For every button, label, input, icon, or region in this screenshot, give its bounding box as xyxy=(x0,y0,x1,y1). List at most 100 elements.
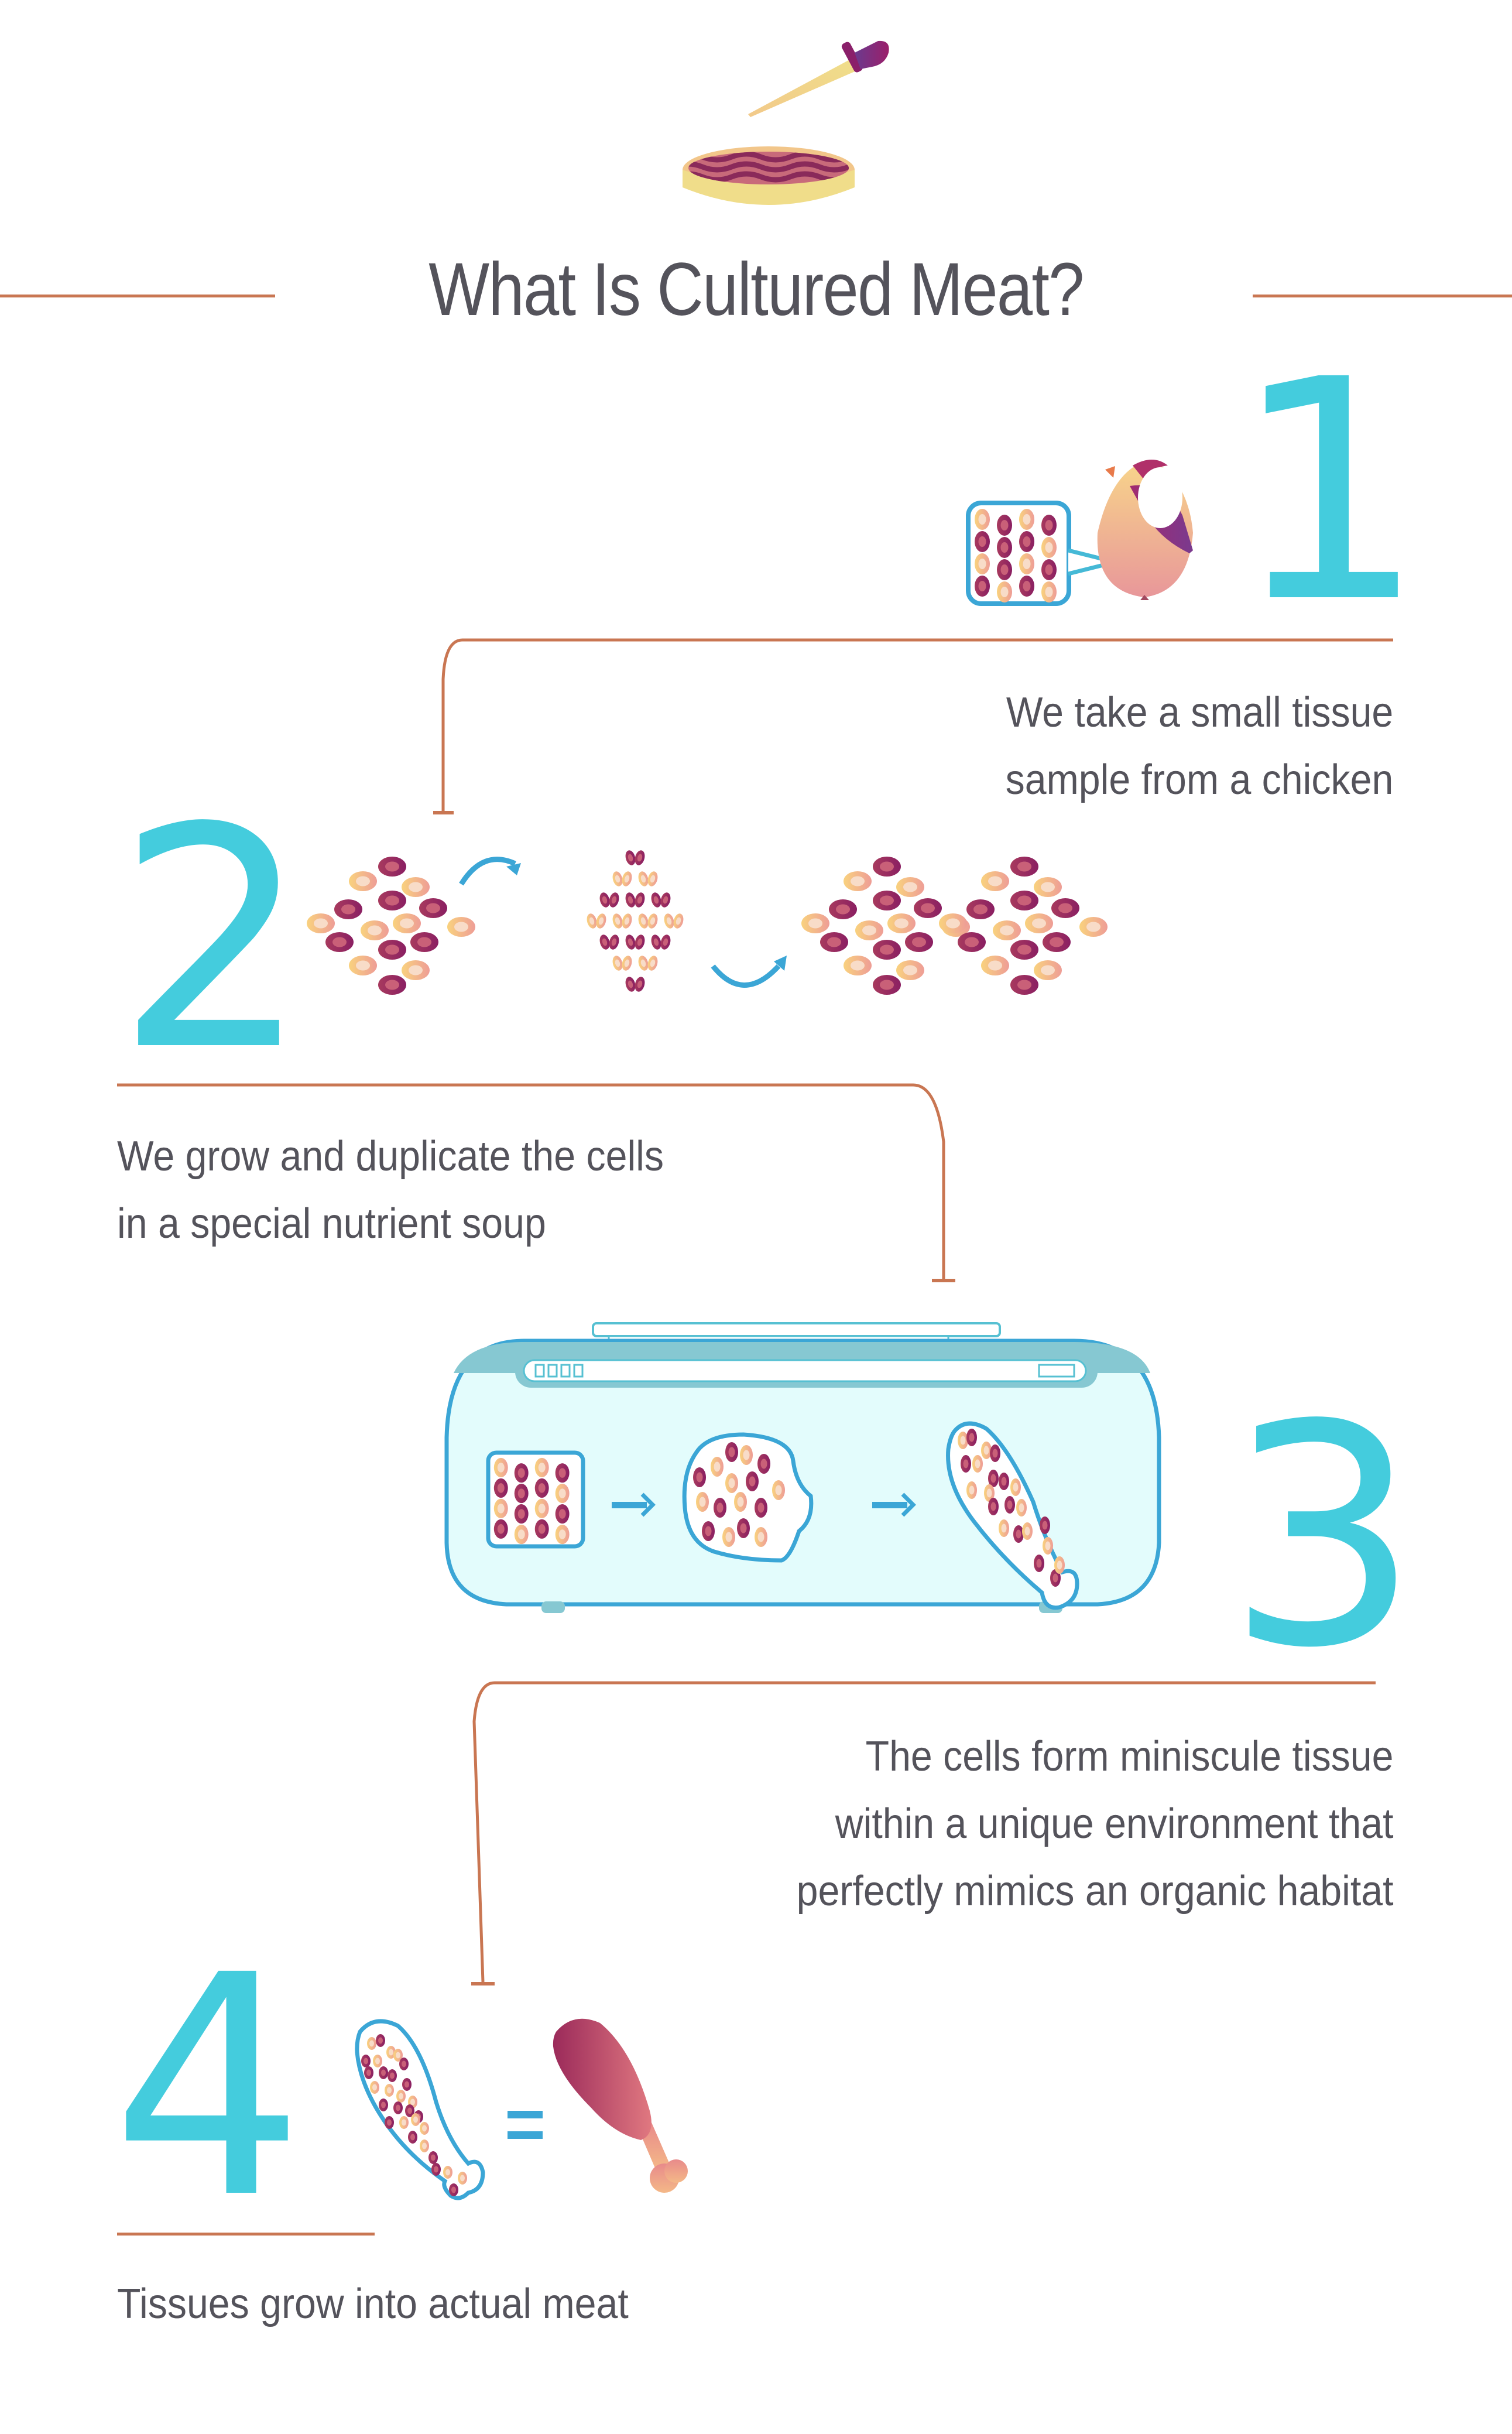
light-cell xyxy=(647,913,658,929)
light-cell xyxy=(393,913,421,933)
dark-cell xyxy=(609,934,619,950)
dark-cell xyxy=(635,892,645,908)
dark-cell xyxy=(1010,891,1038,910)
chicken-icon xyxy=(1097,460,1193,600)
light-cell xyxy=(981,956,1009,975)
dark-cell xyxy=(966,1429,977,1446)
light-cell xyxy=(1041,581,1057,602)
light-cell xyxy=(534,1498,549,1518)
dark-cell xyxy=(1019,531,1034,552)
light-cell xyxy=(622,956,632,971)
light-cell xyxy=(534,1457,549,1477)
light-cell xyxy=(997,581,1012,602)
dark-cell xyxy=(514,1484,529,1504)
light-cell xyxy=(396,2090,406,2103)
dark-cell xyxy=(999,1473,1009,1490)
light-cell xyxy=(1043,1537,1053,1555)
light-cell xyxy=(972,1455,983,1473)
step-4-rule xyxy=(117,2233,375,2236)
step-2-line-1: We grow and duplicate the cells xyxy=(117,1133,664,1180)
light-cell xyxy=(740,1445,753,1465)
dark-cell xyxy=(378,940,406,960)
light-cell xyxy=(673,913,684,929)
light-cell xyxy=(386,2046,396,2059)
dark-cell xyxy=(651,892,661,908)
light-cell xyxy=(975,553,990,574)
dark-cell xyxy=(873,975,901,995)
curved-arrow-icon xyxy=(459,857,521,886)
curved-arrow-icon xyxy=(711,956,787,988)
dark-cell xyxy=(1034,1555,1044,1572)
dark-cell xyxy=(873,857,901,877)
dark-cell xyxy=(873,940,901,960)
step-number-1: 1 xyxy=(1232,314,1426,669)
dark-cell xyxy=(873,891,901,910)
light-cell xyxy=(367,2037,376,2050)
dark-cell xyxy=(378,857,406,877)
light-cell xyxy=(993,920,1021,940)
meat-drumstick-icon xyxy=(553,2018,688,2193)
light-cell xyxy=(622,871,632,886)
dark-cell xyxy=(402,2078,412,2091)
dark-cell xyxy=(410,932,438,952)
dark-cell xyxy=(693,1467,706,1487)
light-cell xyxy=(402,877,430,897)
dark-cell xyxy=(990,1444,1000,1462)
dark-cell xyxy=(651,934,661,950)
dark-cell xyxy=(988,1470,999,1487)
dark-cell xyxy=(966,899,995,919)
dark-cell xyxy=(829,899,857,919)
dark-cell xyxy=(555,1504,570,1524)
light-cell xyxy=(896,960,924,980)
light-cell xyxy=(958,1432,968,1449)
dark-cell xyxy=(714,1498,726,1518)
dark-cell xyxy=(1041,515,1057,536)
light-cell xyxy=(1010,1478,1021,1496)
light-cell xyxy=(638,871,649,886)
dark-cell xyxy=(1043,932,1071,952)
light-cell xyxy=(1041,537,1057,558)
step-3-line-3: perfectly mimics an organic habitat xyxy=(796,1868,1393,1915)
page-title: What Is Cultured Meat? xyxy=(428,248,1084,331)
dark-cell xyxy=(1050,1569,1061,1587)
step-4-line-1: Tissues grow into actual meat xyxy=(117,2281,629,2327)
dark-cell xyxy=(702,1521,715,1541)
step-1-line-1: We take a small tissue xyxy=(1006,689,1393,736)
dark-cell xyxy=(325,932,354,952)
light-cell xyxy=(696,1492,709,1512)
light-cell xyxy=(493,1457,508,1477)
light-cell xyxy=(402,960,430,980)
dark-cell xyxy=(997,537,1012,558)
equals-icon xyxy=(508,2111,543,2139)
cell-sample-box xyxy=(966,501,1071,606)
light-cell xyxy=(844,956,872,975)
light-cell xyxy=(612,913,623,929)
arrow-right-icon xyxy=(872,1492,916,1517)
arrow-right-icon xyxy=(612,1492,656,1517)
dark-cell xyxy=(975,576,990,597)
dark-cell xyxy=(820,932,848,952)
light-cell xyxy=(1079,917,1108,937)
dark-cell xyxy=(660,892,671,908)
light-cell xyxy=(664,913,674,929)
light-cell xyxy=(622,913,632,929)
light-cell xyxy=(420,2139,429,2152)
cell-cluster-duplicated xyxy=(801,857,1108,995)
light-cell xyxy=(612,956,623,971)
step-1-description: We take a small tissue sample from a chi… xyxy=(1005,679,1393,814)
dark-cell xyxy=(379,2098,388,2111)
dark-cell xyxy=(757,1454,770,1474)
dark-cell xyxy=(635,850,645,865)
dark-cell xyxy=(1040,1516,1050,1534)
dark-cell xyxy=(514,1463,529,1483)
light-cell xyxy=(855,920,883,940)
dark-cell xyxy=(378,891,406,910)
light-cell xyxy=(373,2055,382,2067)
title-rule-right xyxy=(1253,295,1512,297)
light-cell xyxy=(755,1527,767,1547)
dark-cell xyxy=(625,934,636,950)
dark-cell xyxy=(625,850,636,865)
light-cell xyxy=(411,2113,420,2126)
light-cell xyxy=(1034,960,1062,980)
